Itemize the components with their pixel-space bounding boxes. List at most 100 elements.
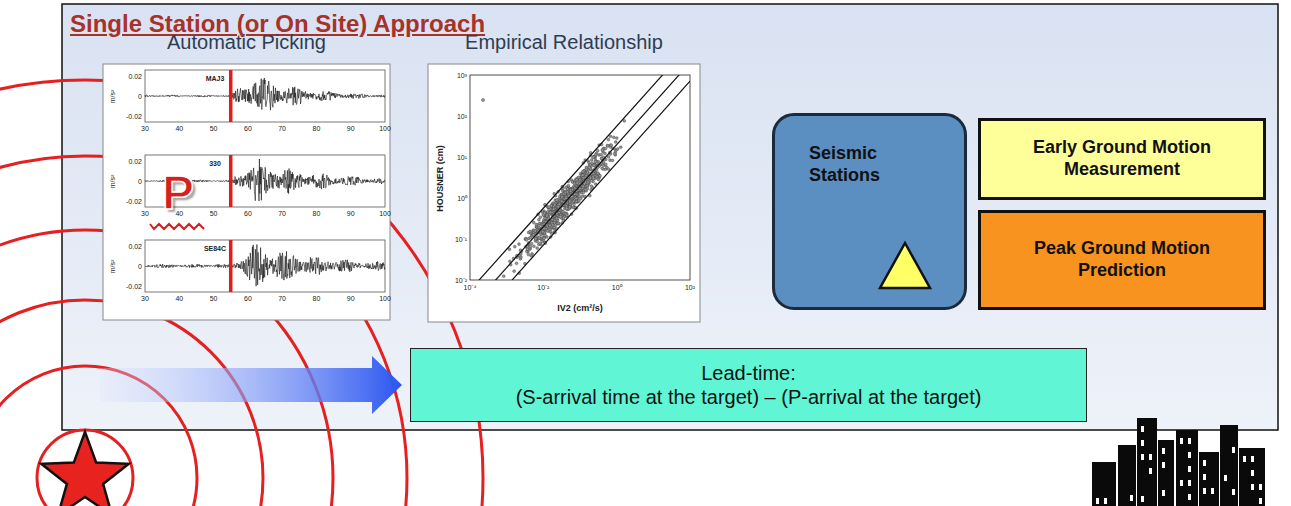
data-point (549, 224, 552, 227)
data-point (527, 253, 530, 256)
axis-label: 10⁰ (457, 195, 467, 202)
data-point (604, 163, 607, 166)
trace-axes (145, 70, 385, 122)
p-pick-line (229, 70, 233, 122)
data-point (568, 206, 571, 209)
data-point (546, 230, 549, 233)
data-point (595, 153, 598, 156)
data-point (538, 218, 541, 221)
data-point (541, 230, 544, 233)
data-point (614, 141, 617, 144)
data-point (579, 197, 582, 200)
data-point (581, 173, 584, 176)
window (1188, 466, 1191, 472)
data-point (556, 206, 559, 209)
data-point (536, 240, 539, 243)
outlier-point (481, 98, 484, 101)
data-point (572, 206, 575, 209)
data-point (538, 237, 541, 240)
data-point (525, 238, 528, 241)
axis-label: 10¹ (457, 154, 467, 161)
axis-label: 60 (244, 125, 252, 132)
trace-axes (145, 240, 385, 292)
data-point (616, 148, 619, 151)
p-pick-line (229, 155, 233, 207)
propagation-arrow (100, 356, 402, 414)
window (1203, 474, 1206, 480)
window (1211, 488, 1214, 494)
building (1239, 448, 1265, 506)
data-point (515, 262, 518, 265)
data-point (609, 135, 612, 138)
data-point (587, 181, 590, 184)
axis-title: HOUSNER (cm) (435, 145, 444, 212)
data-point (553, 204, 556, 207)
window (1162, 448, 1165, 454)
data-point (558, 202, 561, 205)
axis-label: 100 (379, 295, 391, 302)
axis-label: 70 (278, 210, 286, 217)
data-point (582, 174, 585, 177)
data-point (615, 137, 618, 140)
window (1149, 468, 1152, 474)
axis-label: MAJ3 (206, 75, 225, 82)
axis-label: 40 (175, 125, 183, 132)
data-point (557, 205, 560, 208)
window (1203, 488, 1206, 494)
data-point (557, 222, 560, 225)
data-point (607, 168, 610, 171)
data-point (533, 245, 536, 248)
data-point (561, 197, 564, 200)
data-point (569, 206, 572, 209)
station-triangle-icon (875, 238, 935, 293)
wave-circle (0, 300, 263, 506)
axis-label: 30 (141, 295, 149, 302)
p-icon-zigzag (150, 224, 204, 229)
data-point (544, 234, 547, 237)
data-point (569, 205, 572, 208)
data-point (592, 177, 595, 180)
window (1251, 484, 1254, 490)
data-point (581, 170, 584, 173)
axis-label: -0.02 (126, 198, 142, 205)
data-point (597, 178, 600, 181)
data-point (590, 185, 593, 188)
panel (62, 4, 1278, 430)
axis-label: 10² (685, 284, 695, 291)
data-point (569, 200, 572, 203)
window (1188, 494, 1191, 500)
axis-label: -0.02 (126, 283, 142, 290)
waveform (145, 78, 385, 110)
window (1104, 498, 1107, 504)
data-point (565, 197, 568, 200)
station-box: Seismic Stations (772, 113, 967, 310)
data-point (593, 164, 596, 167)
axis-label: 40 (175, 210, 183, 217)
data-point (532, 221, 535, 224)
measurement-box: Early Ground Motion Measurement (978, 118, 1266, 200)
data-point (561, 196, 564, 199)
lead-time-box: Lead-time:(S-arrival time at the target)… (410, 348, 1087, 422)
data-point (534, 237, 537, 240)
data-point (526, 248, 529, 251)
axis-label: 50 (210, 125, 218, 132)
window (1141, 454, 1144, 460)
window (1188, 480, 1191, 486)
regression-line (470, 75, 690, 280)
data-point (607, 156, 610, 159)
p-pick-line (229, 240, 233, 292)
axis-label: 10⁻² (455, 277, 467, 284)
station-triangle (880, 243, 930, 288)
data-point (606, 144, 609, 147)
window (1096, 498, 1099, 504)
data-point (573, 182, 576, 185)
window (1162, 462, 1165, 468)
data-point (554, 224, 557, 227)
box-text: Peak Ground Motion Prediction (1011, 238, 1233, 282)
data-point (539, 237, 542, 240)
data-point (547, 230, 550, 233)
data-point (602, 164, 605, 167)
data-point (601, 167, 604, 170)
data-point (579, 179, 582, 182)
axis-label: 50 (210, 295, 218, 302)
